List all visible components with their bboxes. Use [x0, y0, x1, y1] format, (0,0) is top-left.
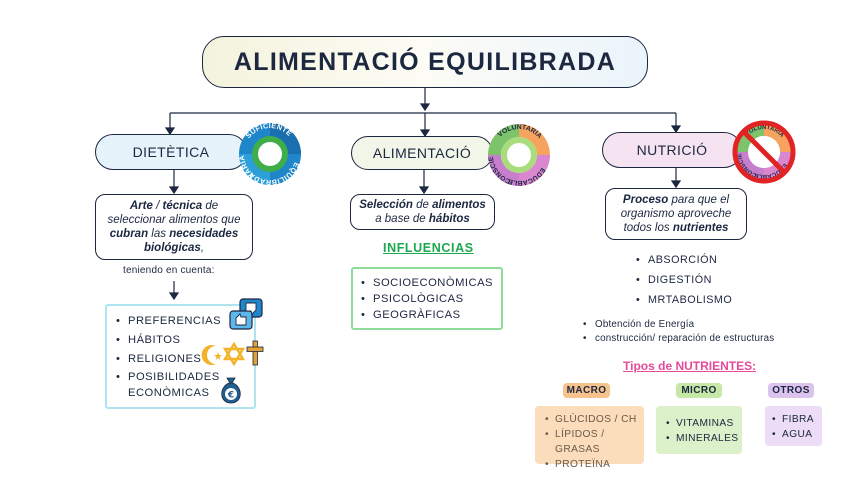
nutrients-title: Tipos de NUTRIENTES: — [623, 359, 757, 373]
svg-text:€: € — [227, 391, 234, 401]
dietetica-definition: Arte / técnica de seleccionar alimentos … — [95, 194, 253, 260]
micro-tag: MICRO — [676, 383, 722, 398]
list-item: SOCIOECONÒMICAS — [361, 275, 493, 291]
list-item: RELIGIONES — [116, 350, 226, 369]
otros-tag: OTROS — [768, 383, 814, 398]
item-text: Obtención de Energía — [595, 319, 695, 330]
def-word-arte: Arte — [129, 200, 153, 212]
item-text: AGUA — [782, 429, 813, 440]
influences-list: SOCIOECONÒMICAS PSICOLÒGICAS GEOGRÀFICAS — [361, 275, 493, 323]
def-word-habitos: hábitos — [428, 213, 470, 225]
item-text: POSIBILIDADES ECONÒMICAS — [128, 371, 220, 399]
dietetica-note: teniendo en cuenta: — [123, 265, 215, 276]
item-text: construcción/ reparación de estructuras — [595, 333, 775, 344]
alimentacio-definition: Selección de alimentos a base de hábitos — [350, 194, 495, 230]
dietetica-heading: DIETÈTICA — [95, 134, 247, 170]
def-sep: / — [152, 200, 163, 212]
item-text: SOCIOECONÒMICAS — [373, 277, 494, 289]
list-item: GLÚCIDOS / CH — [545, 412, 644, 427]
no-sign-icon: EDUCABLE CONSCIENTE VOLUNTARIA — [729, 115, 796, 184]
item-text: PROTEÏNA — [555, 459, 611, 470]
macro-tag: MACRO — [563, 383, 610, 398]
def-word-cubran: cubran — [109, 228, 149, 240]
def-line-3: todos los — [623, 222, 673, 234]
cross-icon — [246, 340, 264, 366]
item-text: RELIGIONES — [128, 353, 202, 365]
def-word-las: las — [148, 228, 170, 240]
alimentacio-heading: ALIMENTACIÓ — [351, 136, 493, 170]
otros-panel: FIBRA AGUA — [765, 406, 822, 446]
item-text: GLÚCIDOS / CH — [555, 414, 637, 425]
list-item: VITAMINAS — [666, 416, 742, 431]
macro-panel: GLÚCIDOS / CH LÍPIDOS / GRASAS PROTEÏNA — [535, 406, 644, 470]
list-item: FIBRA — [772, 412, 822, 427]
def-line-2: organismo aproveche — [620, 208, 732, 220]
nutricio-heading: NUTRICIÓ — [602, 132, 742, 168]
item-text: VITAMINAS — [676, 418, 734, 429]
list-item: AGUA — [772, 427, 822, 442]
influences-title: INFLUENCIAS — [383, 241, 474, 255]
list-item: MRTABOLISMO — [636, 290, 732, 310]
item-text: PREFERENCIAS — [128, 315, 222, 327]
item-text: LÍPIDOS / GRASAS — [555, 429, 605, 455]
list-item: HÁBITOS — [116, 331, 226, 350]
nutricio-steps: ABSORCIÓN DIGESTIÓN MRTABOLISMO — [636, 250, 732, 310]
list-item: construcción/ reparación de estructuras — [583, 332, 774, 346]
item-text: PSICOLÒGICAS — [373, 293, 464, 305]
item-text: MRTABOLISMO — [648, 294, 733, 306]
dietetica-items: PREFERENCIAS HÁBITOS RELIGIONES POSIBILI… — [116, 312, 226, 401]
item-text: ABSORCIÓN — [648, 254, 718, 266]
list-item: POSIBILIDADES ECONÒMICAS — [116, 369, 226, 401]
def-word-alimentos: alimentos — [432, 199, 486, 211]
def-line-2: seleccionar alimentos que — [107, 214, 241, 226]
item-text: MINERALES — [676, 433, 739, 444]
crescent-star-icon — [201, 345, 222, 365]
def-word-base: a base de — [375, 213, 429, 225]
nutricio-notes: Obtención de Energía construcción/ repar… — [583, 318, 774, 346]
item-text: GEOGRÀFICAS — [373, 309, 461, 321]
def-word-proceso: Proceso — [622, 194, 669, 206]
def-word-de: de — [412, 199, 433, 211]
list-item: ABSORCIÓN — [636, 250, 732, 270]
item-text: HÁBITOS — [128, 334, 181, 346]
list-item: DIGESTIÓN — [636, 270, 732, 290]
money-bag-icon: € — [221, 377, 241, 404]
def-word-biologicas: biológicas — [143, 242, 201, 254]
def-line-1: para que el — [668, 194, 730, 206]
thumbs-up-down-icon — [229, 298, 263, 330]
nutricio-definition: Proceso para que el organismo aproveche … — [605, 188, 747, 240]
list-item: MINERALES — [666, 431, 742, 446]
alimentacio-ring: EDUCABLE CONSCIENTE VOLUNTARIA — [482, 115, 550, 186]
item-text: DIGESTIÓN — [648, 274, 712, 286]
star-of-david-icon — [222, 341, 246, 367]
influences-box — [351, 267, 503, 330]
dietetica-ring: EQUILIBRADA VARIADA SUFICIENTE — [232, 112, 301, 187]
def-word-seleccion: Selección — [359, 199, 413, 211]
def-word-necesidades: necesidades — [169, 228, 239, 240]
micro-panel: VITAMINAS MINERALES — [656, 406, 742, 454]
def-word-de: de — [202, 200, 219, 212]
list-item: Obtención de Energía — [583, 318, 774, 332]
def-word-nutrientes: nutrientes — [672, 222, 729, 234]
list-item: PROTEÏNA — [545, 457, 644, 472]
list-item: LÍPIDOS / GRASAS — [545, 427, 644, 457]
list-item: PSICOLÒGICAS — [361, 291, 493, 307]
def-comma: , — [200, 242, 205, 254]
list-item: PREFERENCIAS — [116, 312, 226, 331]
item-text: FIBRA — [782, 414, 815, 425]
main-title: ALIMENTACIÓ EQUILIBRADA — [202, 36, 648, 88]
list-item: GEOGRÀFICAS — [361, 307, 493, 323]
def-word-tecnica: técnica — [162, 200, 203, 212]
